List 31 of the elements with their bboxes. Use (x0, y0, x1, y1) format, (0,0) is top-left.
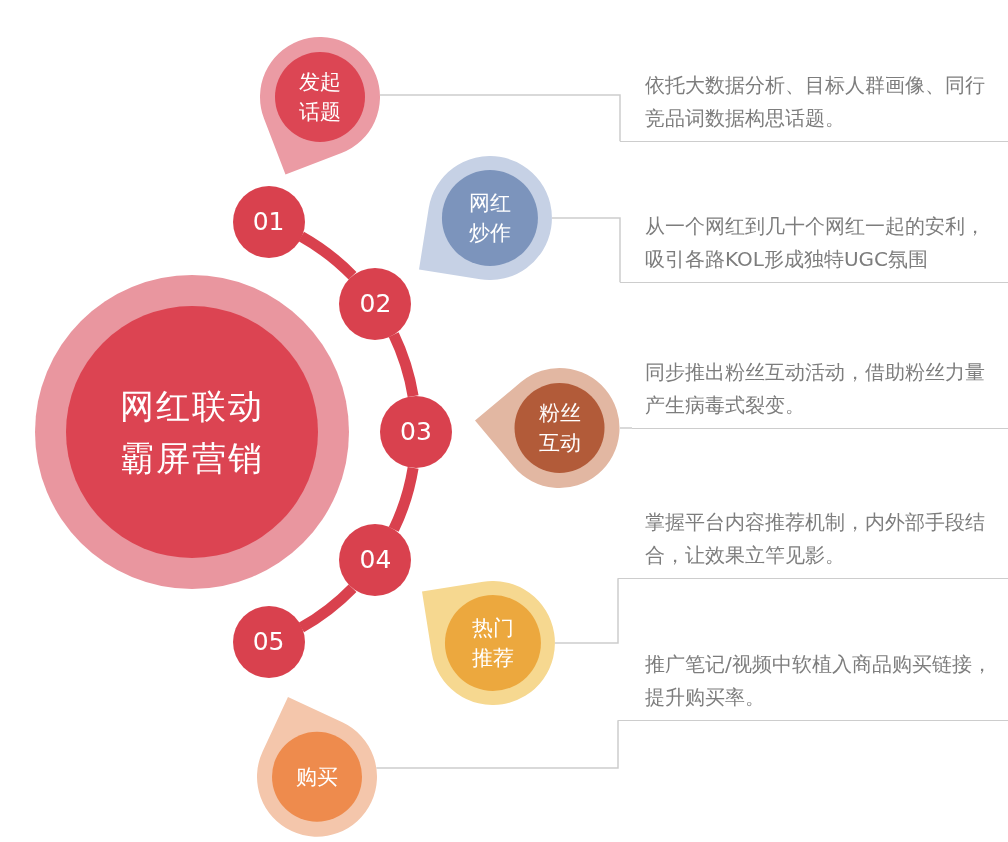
badge-label: 粉丝互动 (538, 400, 582, 457)
chain-link (388, 466, 419, 532)
badge-label: 热门推荐 (471, 615, 515, 672)
leader-line (619, 427, 633, 429)
step-number-circle: 01 (232, 185, 305, 258)
badge-label: 购买 (295, 764, 339, 791)
step-number-circle: 03 (380, 396, 452, 468)
teardrop-badge (260, 37, 380, 175)
step-number-circle: 02 (339, 267, 412, 340)
leader-line (551, 217, 621, 283)
badge-label: 发起话题 (298, 69, 342, 126)
teardrop-badge (257, 697, 377, 837)
description-text: 同步推出粉丝互动活动，借助粉丝力量产生病毒式裂变。 (632, 352, 1008, 429)
description-text: 从一个网红到几十个网红一起的安利，吸引各路KOL形成独特UGC氛围 (620, 206, 1008, 283)
description-text: 掌握平台内容推荐机制，内外部手段结合，让效果立竿见影。 (618, 502, 1008, 579)
teardrop-badge (419, 156, 552, 280)
leader-line (375, 719, 619, 769)
step-number-circle: 04 (339, 524, 412, 597)
chain-link (298, 584, 357, 633)
teardrop-badge (422, 581, 555, 705)
leader-line (554, 577, 619, 644)
center-circle (35, 275, 349, 589)
description-text: 推广笔记/视频中软植入商品购买链接，提升购买率。 (618, 644, 1008, 721)
leader-line (379, 94, 621, 142)
step-number-circle: 05 (232, 606, 305, 679)
center-title: 网红联动霸屏营销 (119, 385, 265, 480)
badge-label: 网红炒作 (468, 190, 512, 247)
description-text: 依托大数据分析、目标人群画像、同行竞品词数据构思话题。 (620, 65, 1008, 142)
teardrop-badge (475, 368, 620, 488)
chain-link (298, 231, 357, 280)
chain-link (388, 332, 419, 398)
